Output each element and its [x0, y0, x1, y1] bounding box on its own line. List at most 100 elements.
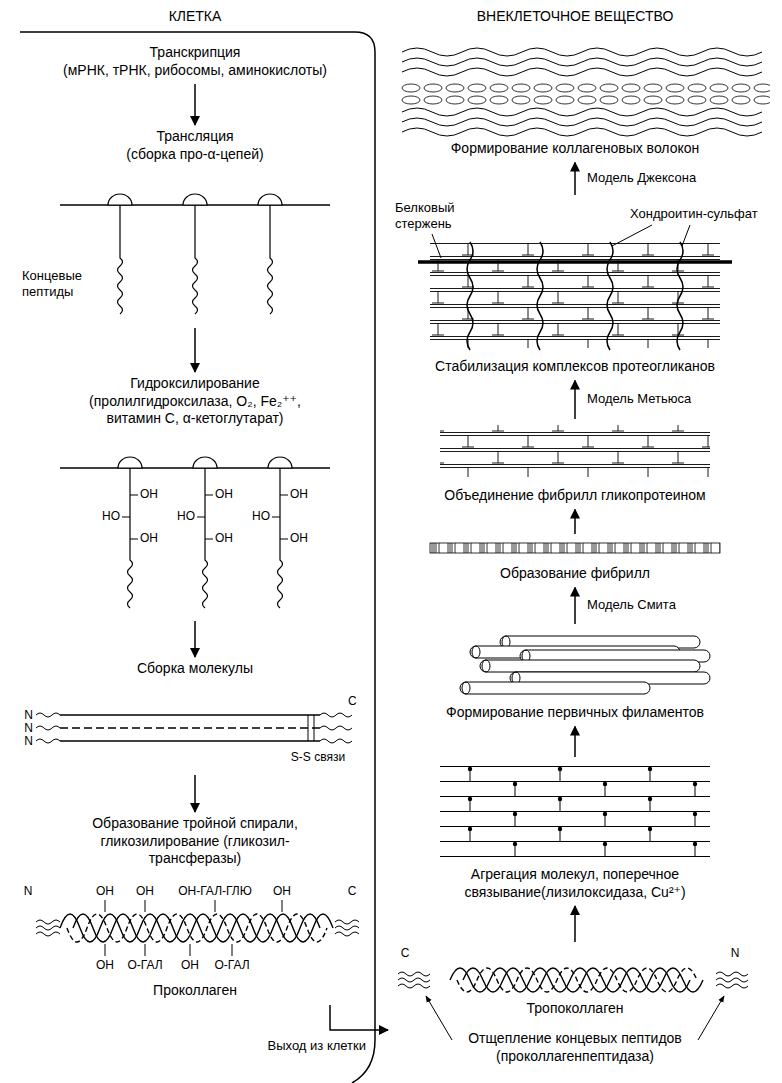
side-group-label: OH-ГАЛ-ГЛЮ — [178, 884, 252, 898]
ribosome — [108, 194, 282, 205]
filament-bundle — [460, 636, 710, 694]
ribosome — [118, 457, 292, 468]
fiber-sections — [400, 82, 770, 106]
step-title: Агрегация молекул, поперечное связывание… — [435, 866, 715, 901]
hydroxyl-label: OH — [215, 531, 233, 545]
part-label: Хондроитин-сульфат — [630, 206, 758, 222]
terminus-label: N — [24, 884, 33, 898]
hydroxyl-label: HO — [252, 509, 270, 523]
hydroxyl-label: OH — [140, 487, 158, 501]
step-caption: Образование фибрилл — [390, 565, 760, 583]
step-node: Образование тройной спирали, гликозилиро… — [25, 815, 365, 1002]
side-group-label: O-ГАЛ — [127, 958, 162, 972]
step-caption: Транскрипция(мРНК, тРНК, рибосомы, амино… — [25, 44, 365, 79]
terminus-label: N — [731, 946, 740, 960]
molecule-name: Тропоколлаген — [527, 1000, 624, 1017]
step-caption: Гидроксилирование(пролилгидроксилаза, O₂… — [25, 375, 365, 428]
terminal-peptide — [36, 713, 352, 743]
aggregate-figure — [440, 766, 710, 857]
side-group-label: OH — [96, 884, 114, 898]
hydroxyl-label: OH — [215, 487, 233, 501]
hydroxyl-label: HO — [102, 509, 120, 523]
region-heading: КЛЕТКА — [169, 8, 222, 25]
fiber-wave — [402, 128, 762, 136]
fibril-network-figure — [440, 425, 710, 477]
step-title: Формирование коллагеновых волокон — [390, 140, 760, 158]
step-title: Отщепление концевых пептидов (проколлаге… — [435, 1030, 715, 1065]
leader-line — [432, 225, 690, 258]
step-title: Формирование первичных филаментов — [390, 704, 760, 722]
bond-label: S-S связи — [291, 750, 345, 764]
region-heading: ВНЕКЛЕТОЧНОЕ ВЕЩЕСТВО — [477, 8, 674, 25]
step-node: Агрегация молекул, поперечное связывание… — [390, 760, 760, 903]
hydroxyl-label: OH — [290, 531, 308, 545]
flow-arrow — [574, 510, 576, 535]
molecule-name: Проколлаген — [153, 982, 237, 999]
helix-strand — [450, 968, 690, 992]
part-label: Белковый стержень — [395, 200, 495, 231]
edge-label: Модель Метьюса — [585, 391, 693, 407]
terminus-label: N — [24, 721, 33, 735]
side-group-bond — [105, 900, 282, 956]
pointer-arrow — [426, 996, 452, 1040]
flow-arrow — [194, 84, 196, 125]
side-group-label: OH — [96, 958, 114, 972]
step-title: Трансляция — [25, 128, 365, 146]
step-caption: Отщепление концевых пептидов (проколлаге… — [390, 1030, 760, 1065]
step-detail: (мРНК, тРНК, рибосомы, аминокислоты) — [25, 62, 365, 80]
pro-alpha-chain — [128, 468, 283, 608]
fiber-wave — [402, 48, 762, 56]
pro-alpha-chain — [118, 205, 273, 314]
cell-membrane — [20, 32, 375, 1083]
terminus-label: N — [24, 708, 33, 722]
step-node: Объединение фибрилл гликопротеином — [390, 422, 760, 507]
part-label: Концевые пептиды — [22, 268, 102, 299]
edge-label: Выход из клетки — [266, 1038, 368, 1054]
terminus-label: C — [348, 694, 357, 708]
helix-strand — [457, 968, 697, 992]
fibril — [430, 543, 720, 553]
pointer-arrow — [698, 996, 724, 1040]
step-title: Объединение фибрилл гликопротеином — [390, 487, 760, 505]
step-caption: Формирование коллагеновых волокон — [390, 140, 760, 158]
terminus-label: C — [401, 946, 410, 960]
flow-arrow — [574, 906, 576, 942]
step-caption: Объединение фибрилл гликопротеином — [390, 487, 760, 505]
terminus-label: N — [24, 734, 33, 748]
helix-strand — [73, 914, 333, 942]
terminus-label: C — [348, 884, 357, 898]
alpha-chain — [60, 727, 320, 729]
filament-end — [462, 682, 470, 694]
alpha-chain — [60, 715, 320, 741]
filament — [480, 660, 700, 672]
step-title: Сборка молекулы — [25, 660, 365, 678]
filament-end — [472, 646, 480, 658]
hydroxyl-label: OH — [140, 531, 158, 545]
step-node: Гидроксилирование(пролилгидроксилаза, O₂… — [25, 375, 365, 618]
hydroxyl-label: HO — [177, 509, 195, 523]
edge-label: Модель Джексона — [585, 170, 698, 186]
step-detail: (сборка про-α-цепей) — [25, 146, 365, 164]
flow-arrow — [194, 775, 196, 812]
step-caption: Агрегация молекул, поперечное связывание… — [390, 866, 760, 901]
helix-strand — [60, 914, 320, 942]
disulfide-bond — [308, 715, 314, 741]
step-title: Гидроксилирование — [70, 375, 320, 393]
step-title: Транскрипция — [25, 44, 365, 62]
step-title: Стабилизация комплексов протеогликанов — [390, 358, 760, 376]
step-node: Формирование коллагеновых волокон — [390, 45, 760, 160]
step-caption: Образование тройной спирали, гликозилиро… — [25, 815, 365, 868]
step-caption: Формирование первичных филаментов — [390, 704, 760, 722]
step-caption: Сборка молекулы — [25, 660, 365, 678]
fiber-wave — [402, 118, 762, 126]
filament — [460, 682, 650, 694]
step-node: Транскрипция(мРНК, тРНК, рибосомы, амино… — [25, 44, 365, 81]
fiber-wave — [402, 108, 762, 116]
helix-strand — [463, 968, 703, 992]
step-caption: Трансляция(сборка про-α-цепей) — [25, 128, 365, 163]
step-node: Трансляция(сборка про-α-цепей) — [25, 128, 365, 325]
flow-arrow — [330, 1005, 388, 1030]
